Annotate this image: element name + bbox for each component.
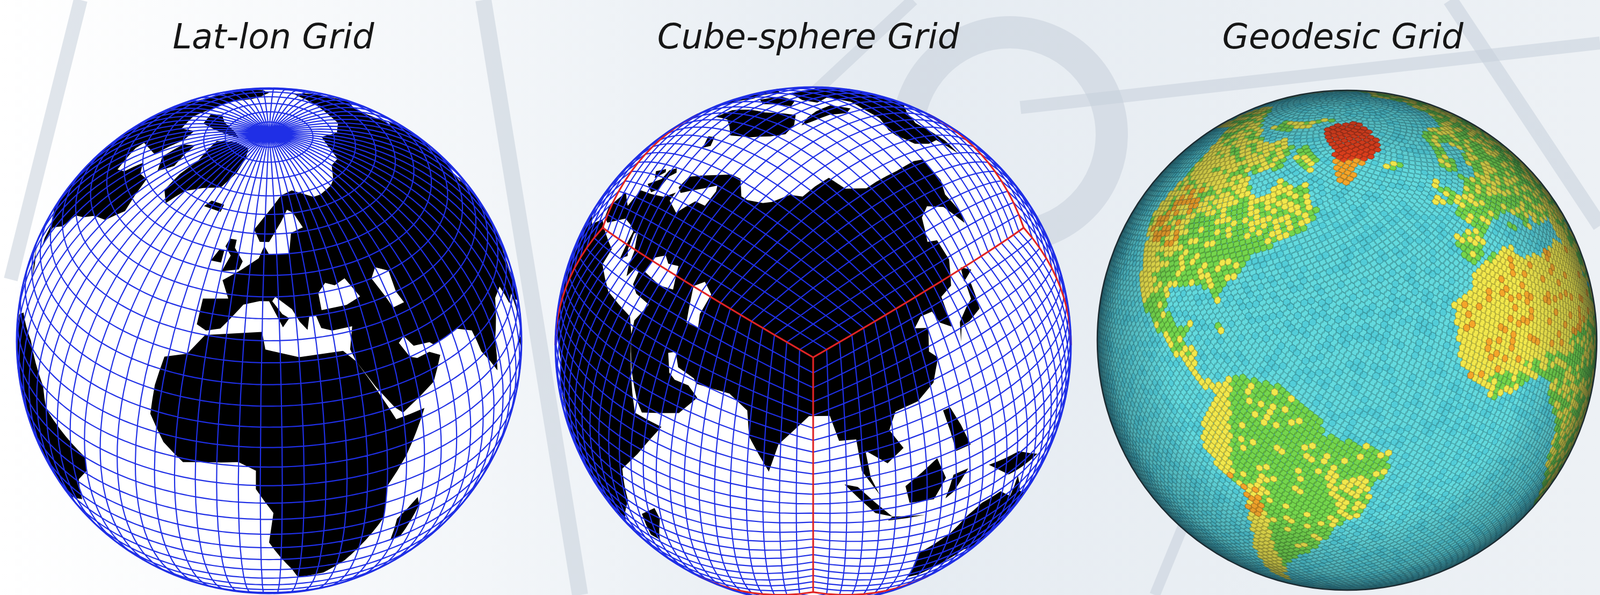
cubesphere-globe — [555, 87, 1071, 595]
ocean — [1097, 90, 1597, 590]
ocean — [16, 88, 522, 593]
panel-title: Geodesic Grid — [1221, 16, 1464, 58]
globe-outline — [555, 87, 1071, 595]
latlon-gridlines — [16, 88, 522, 593]
globe-outline — [16, 88, 522, 593]
cube-gridlines — [555, 87, 1071, 595]
panel-title: Cube-sphere Grid — [657, 16, 960, 58]
cube-face-edges — [555, 113, 1071, 595]
title-slot: Geodesic Grid — [1020, 16, 1600, 58]
panel-title: Lat-lon Grid — [172, 16, 374, 58]
geodesic-cells — [1097, 90, 1597, 590]
title-slot: Lat-lon Grid — [0, 16, 596, 58]
limb-shading — [1097, 90, 1597, 590]
title-slot: Cube-sphere Grid — [486, 16, 1131, 58]
globe-outline — [1097, 90, 1597, 590]
ocean — [555, 87, 1071, 595]
latlon-globe — [16, 88, 522, 593]
geodesic-globe — [1097, 90, 1597, 590]
